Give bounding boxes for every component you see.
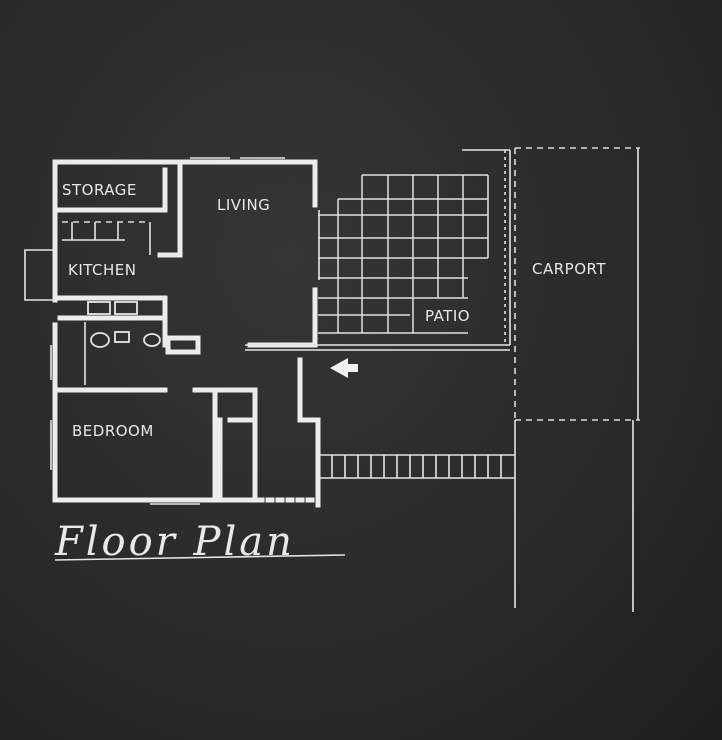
house-walls <box>24 159 321 508</box>
room-label-patio: PATIO <box>425 307 470 325</box>
walkway <box>320 454 515 479</box>
title-underline <box>54 554 346 561</box>
patio-fence <box>462 149 511 345</box>
bath-fixtures <box>84 322 161 385</box>
entry-arrow-icon <box>330 358 358 378</box>
hall-line <box>245 344 510 351</box>
carport-outline <box>514 147 640 612</box>
room-label-storage: STORAGE <box>62 181 137 199</box>
room-label-bedroom: BEDROOM <box>72 422 154 440</box>
room-label-carport: CARPORT <box>532 260 606 278</box>
windows <box>50 157 320 505</box>
room-label-living: LIVING <box>217 196 270 214</box>
patio-grid <box>318 174 489 334</box>
kitchen-fixtures <box>62 221 151 315</box>
room-label-kitchen: KITCHEN <box>68 261 137 279</box>
